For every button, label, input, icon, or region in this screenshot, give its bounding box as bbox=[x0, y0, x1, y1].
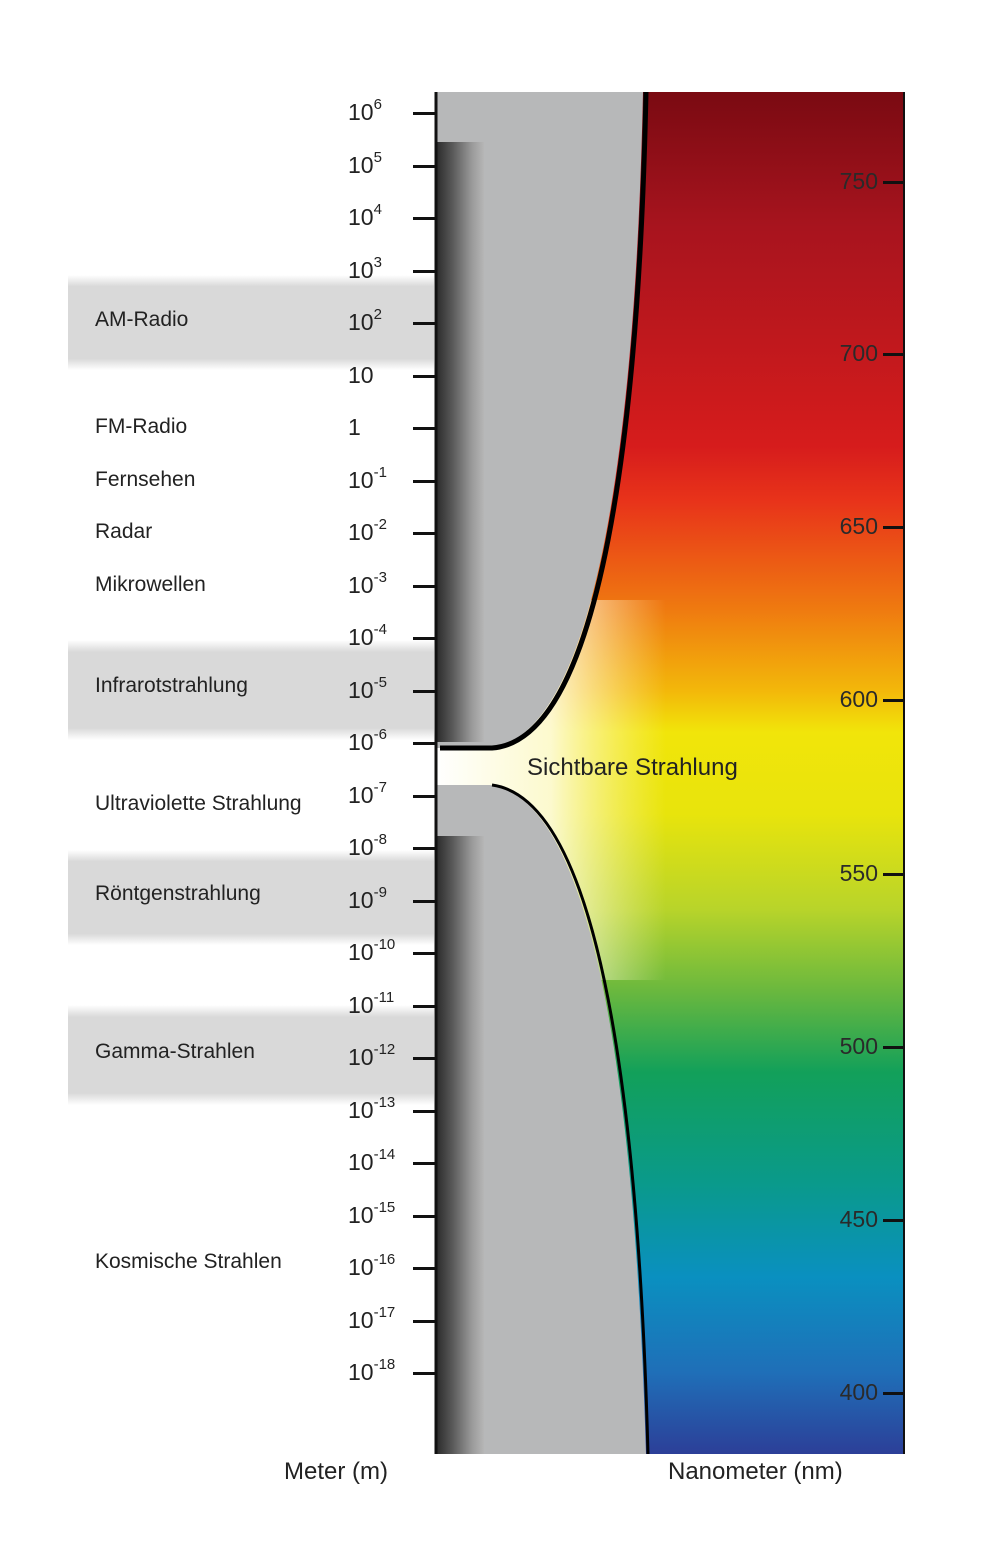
meter-tick bbox=[413, 742, 435, 745]
meter-tick-label: 10-3 bbox=[348, 568, 387, 598]
meter-tick-label: 10-15 bbox=[348, 1198, 396, 1228]
nm-tick bbox=[883, 873, 905, 876]
meter-tick-label: 10-10 bbox=[348, 936, 396, 965]
region-label-ir: Infrarotstrahlung bbox=[95, 674, 248, 697]
meter-tick-label: 10-17 bbox=[348, 1303, 396, 1333]
meter-tick bbox=[413, 322, 435, 325]
nm-tick-label: 500 bbox=[839, 1033, 878, 1059]
nm-tick bbox=[883, 1046, 905, 1049]
lower-funnel bbox=[436, 785, 646, 1454]
meter-tick-label: 10-14 bbox=[348, 1146, 396, 1175]
nm-tick-label: 400 bbox=[839, 1379, 878, 1405]
meter-tick-label: 102 bbox=[348, 306, 382, 335]
meter-tick bbox=[413, 1267, 435, 1270]
meter-tick-label: 105 bbox=[348, 148, 382, 178]
nm-tick-label: 750 bbox=[839, 168, 878, 194]
meter-tick-label: 10-1 bbox=[348, 463, 387, 493]
band-gamma bbox=[68, 1005, 434, 1105]
meter-tick bbox=[413, 1319, 435, 1323]
meter-tick bbox=[413, 374, 435, 378]
meter-tick-label: 10-13 bbox=[348, 1093, 396, 1123]
scale-strip-upper bbox=[436, 142, 484, 742]
meter-tick-label: 106 bbox=[348, 96, 382, 125]
nm-tick-label: 450 bbox=[839, 1206, 878, 1232]
nm-tick-label: 700 bbox=[839, 340, 878, 366]
meter-tick-label: 10-7 bbox=[348, 778, 387, 808]
meter-tick bbox=[413, 164, 435, 168]
upper-funnel-edge bbox=[440, 91, 649, 751]
region-label-micro: Mikrowellen bbox=[95, 573, 206, 596]
meter-tick bbox=[413, 269, 435, 273]
meter-tick bbox=[413, 1372, 435, 1375]
nm-tick bbox=[883, 353, 905, 356]
band-am bbox=[68, 275, 434, 370]
nm-tick bbox=[883, 526, 905, 529]
meter-tick bbox=[413, 1162, 435, 1165]
meter-tick-label: 10-9 bbox=[348, 883, 387, 913]
band-xray bbox=[68, 850, 434, 945]
nm-tick bbox=[883, 181, 905, 184]
nm-tick-label: 550 bbox=[839, 860, 878, 886]
meter-tick-label: 10-16 bbox=[348, 1251, 396, 1280]
nanometer-axis-title: Nanometer (nm) bbox=[668, 1458, 843, 1485]
meter-tick bbox=[413, 637, 435, 640]
region-label-uv: Ultraviolette Strahlung bbox=[95, 792, 302, 815]
meter-tick bbox=[413, 794, 435, 798]
meter-tick bbox=[413, 952, 435, 955]
meter-tick-label: 103 bbox=[348, 253, 382, 283]
meter-tick bbox=[413, 217, 435, 220]
meter-tick bbox=[413, 479, 435, 483]
meter-tick-label: 10 bbox=[348, 361, 374, 388]
nm-tick bbox=[883, 699, 905, 702]
nm-tick bbox=[883, 1219, 905, 1222]
upper-funnel bbox=[436, 92, 643, 748]
region-label-am: AM-Radio bbox=[95, 308, 189, 331]
meter-tick-label: 10-11 bbox=[348, 988, 395, 1018]
meter-tick bbox=[413, 1214, 435, 1218]
meter-tick bbox=[413, 899, 435, 903]
meter-tick-label: 10-12 bbox=[348, 1041, 396, 1070]
meter-tick-label: 1 bbox=[348, 414, 361, 440]
nm-tick-label: 600 bbox=[839, 686, 878, 712]
meter-tick bbox=[413, 847, 435, 850]
lower-funnel-edge bbox=[491, 783, 650, 1455]
meter-tick bbox=[413, 532, 435, 535]
meter-tick-label: 104 bbox=[348, 201, 382, 230]
meter-tick bbox=[413, 1109, 435, 1113]
meter-tick-label: 10-5 bbox=[348, 673, 387, 703]
region-label-cosmic: Kosmische Strahlen bbox=[95, 1250, 282, 1273]
scale-strip-lower bbox=[436, 836, 484, 1454]
meter-tick bbox=[413, 427, 435, 430]
meter-tick-label: 10-4 bbox=[348, 621, 387, 650]
meter-tick bbox=[413, 1057, 435, 1060]
region-label-radar: Radar bbox=[95, 520, 153, 543]
meter-tick-label: 10-2 bbox=[348, 516, 387, 545]
meter-tick-label: 10-8 bbox=[348, 831, 387, 860]
meter-tick bbox=[413, 1004, 435, 1008]
region-label-gamma: Gamma-Strahlen bbox=[95, 1040, 255, 1063]
meter-tick bbox=[413, 689, 435, 693]
meter-tick bbox=[413, 112, 435, 115]
meter-axis-title: Meter (m) bbox=[284, 1458, 388, 1485]
nm-tick bbox=[883, 1392, 905, 1395]
region-label-xray: Röntgenstrahlung bbox=[95, 882, 261, 905]
meter-tick bbox=[413, 584, 435, 588]
region-label-tv: Fernsehen bbox=[95, 468, 196, 491]
meter-tick-label: 10-18 bbox=[348, 1356, 396, 1385]
nm-tick-label: 650 bbox=[839, 513, 878, 539]
region-label-fm: FM-Radio bbox=[95, 415, 188, 438]
meter-tick-label: 10-6 bbox=[348, 726, 387, 755]
visible-light-label: Sichtbare Strahlung bbox=[527, 754, 738, 781]
band-ir bbox=[68, 640, 434, 740]
